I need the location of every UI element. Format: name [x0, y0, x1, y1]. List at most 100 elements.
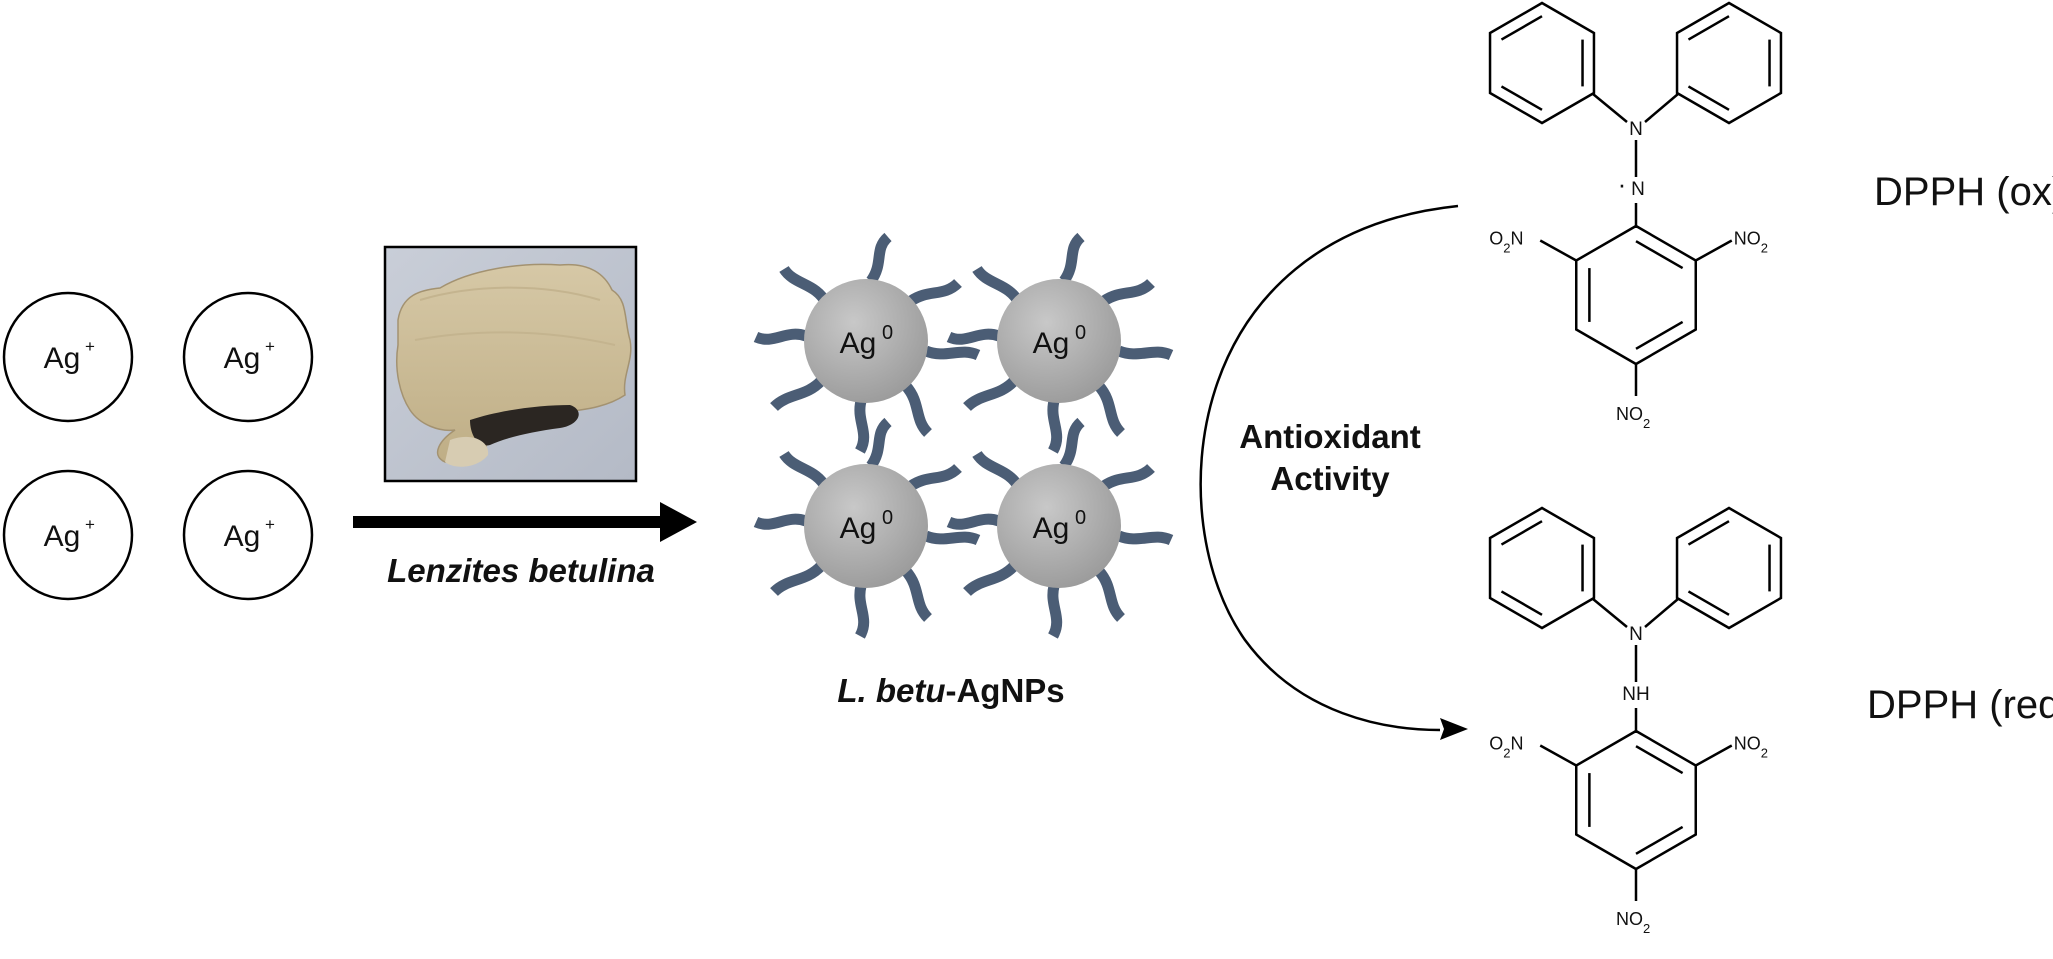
bond — [1644, 93, 1679, 123]
particle-core — [997, 279, 1121, 403]
ligand-strand — [1047, 584, 1063, 639]
particle-label: Ag — [1033, 512, 1070, 545]
double-bond — [1687, 590, 1730, 616]
dpph-red-label: DPPH (red) — [1867, 683, 2053, 727]
double-bond — [1635, 320, 1684, 350]
ligand-strand — [923, 530, 981, 546]
radical-dot: · — [1618, 169, 1627, 199]
double-bond — [1687, 520, 1730, 546]
benzene-ring — [1574, 729, 1698, 871]
ion-charge: + — [85, 337, 95, 356]
double-bond — [1500, 15, 1543, 41]
benzene-ring — [1488, 506, 1596, 630]
ligand-strand — [866, 417, 893, 470]
ion-label: Ag — [44, 342, 81, 375]
benzene-ring — [1675, 1, 1783, 125]
undefined: NO2 — [1616, 404, 1650, 431]
benzene-ring — [1574, 224, 1698, 366]
ligand-strand — [1094, 382, 1126, 437]
double-bond — [1635, 825, 1684, 855]
ion-label: Ag — [224, 520, 261, 553]
bond — [1539, 744, 1577, 767]
ligand-strand — [1100, 278, 1155, 306]
silver-ion: Ag + — [182, 291, 314, 423]
silver-ion: Ag + — [182, 469, 314, 601]
particle-label: Ag — [1033, 327, 1070, 360]
double-bond — [1500, 520, 1543, 546]
particle-label: Ag — [840, 327, 877, 360]
reagent-label: Lenzites betulina — [387, 552, 655, 589]
bond — [1695, 744, 1733, 767]
bond — [1644, 598, 1679, 628]
ligand-strand — [854, 399, 870, 454]
bond — [1695, 239, 1733, 262]
ligand-strand — [946, 328, 1001, 345]
particle-label: Ag — [840, 512, 877, 545]
double-bond — [1500, 85, 1543, 111]
double-bond — [1687, 85, 1730, 111]
ligand-strand — [779, 265, 831, 306]
nh-label: NH — [1622, 684, 1649, 705]
nitrogen-label: N — [1629, 624, 1643, 645]
particle-oxidation-state: 0 — [882, 507, 893, 529]
ligand-strand — [1100, 463, 1155, 491]
particle-core — [804, 279, 928, 403]
double-bond — [1500, 590, 1543, 616]
nanoparticle-name-italic: L. betu — [837, 672, 945, 709]
ligand-strand — [907, 278, 962, 306]
ion-label: Ag — [224, 342, 261, 375]
particle-oxidation-state: 0 — [1075, 507, 1086, 529]
ligand-strand — [1094, 567, 1126, 622]
reaction-arrow — [353, 502, 697, 542]
bond — [1592, 598, 1628, 628]
ligand-strand — [770, 561, 826, 597]
nanoparticle-name-rest: -AgNPs — [945, 672, 1064, 709]
nitrogen-label: N — [1629, 119, 1643, 140]
dpph-ox-label: DPPH (ox) — [1874, 170, 2053, 214]
double-bond — [1635, 745, 1684, 775]
ligand-strand — [1047, 399, 1063, 454]
ion-charge: + — [265, 337, 275, 356]
undefined: NO2 — [1734, 229, 1768, 256]
ligand-strand — [901, 567, 933, 622]
undefined: NO2 — [1616, 909, 1650, 936]
activity-line1: Antioxidant — [1239, 418, 1420, 455]
ligand-strand — [866, 232, 893, 285]
ligand-strand — [1116, 345, 1174, 361]
ligand-strand — [779, 450, 831, 491]
silver-ion: Ag + — [2, 291, 134, 423]
double-bond — [1635, 240, 1684, 270]
ion-label: Ag — [44, 520, 81, 553]
silver-ions-group: Ag + Ag + Ag + Ag + — [2, 291, 314, 601]
undefined: O2N — [1489, 229, 1523, 256]
mushroom-photo — [383, 245, 638, 483]
double-bond — [1687, 15, 1730, 41]
ligand-strand — [753, 513, 808, 530]
ligand-strand — [901, 382, 933, 437]
particle-core — [804, 464, 928, 588]
particle-oxidation-state: 0 — [1075, 322, 1086, 344]
ion-charge: + — [265, 515, 275, 534]
ligand-strand — [972, 265, 1024, 306]
ligand-strand — [1059, 232, 1086, 285]
ligand-strand — [963, 376, 1019, 412]
undefined: O2N — [1489, 734, 1523, 761]
ligand-strand — [972, 450, 1024, 491]
undefined: NO2 — [1734, 734, 1768, 761]
ligand-strand — [946, 513, 1001, 530]
ligand-strand — [1116, 530, 1174, 546]
ligand-strand — [907, 463, 962, 491]
curved-arrow — [1199, 204, 1468, 740]
ligand-strand — [1059, 417, 1086, 470]
ion-charge: + — [85, 515, 95, 534]
particle-oxidation-state: 0 — [882, 322, 893, 344]
ligand-strand — [854, 584, 870, 639]
